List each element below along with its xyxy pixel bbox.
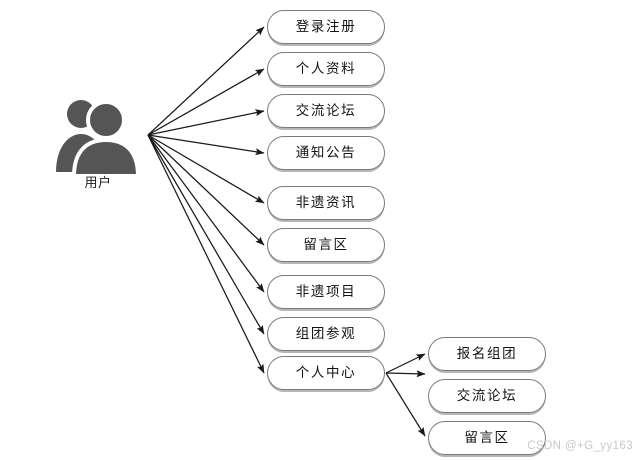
usecase-sub-message[interactable]: 留言区 [428, 421, 546, 455]
usecase-login-label: 登录注册 [295, 19, 357, 35]
center-to-subusecase-connectors [385, 353, 426, 437]
connector-signup-group [385, 353, 426, 374]
usecase-forum[interactable]: 交流论坛 [267, 94, 385, 128]
usecase-message[interactable]: 留言区 [267, 228, 385, 262]
watermark: CSDN @+G_yy163 [527, 440, 633, 452]
connector-message [147, 134, 265, 246]
usecase-center-label: 个人中心 [295, 365, 357, 381]
connector-forum [147, 109, 265, 136]
usecase-project-label: 非遗项目 [295, 284, 357, 300]
actor-label: 用户 [84, 175, 112, 190]
usecase-sub-message-label: 留言区 [464, 430, 510, 446]
usecase-signup-group-label: 报名组团 [456, 346, 518, 362]
usecase-message-label: 留言区 [303, 237, 349, 253]
actor-users[interactable] [48, 90, 148, 190]
connector-login [147, 26, 265, 136]
usecase-signup-group[interactable]: 报名组团 [428, 337, 546, 371]
usecase-sub-forum-label: 交流论坛 [456, 388, 518, 404]
connector-profile [147, 68, 265, 136]
usecase-profile[interactable]: 个人资料 [267, 52, 385, 86]
usecase-group-label: 组团参观 [295, 326, 357, 342]
connector-center [147, 134, 265, 374]
connector-news [147, 134, 265, 204]
connector-notice [147, 134, 265, 156]
usecase-profile-label: 个人资料 [295, 61, 357, 77]
connector-group [147, 134, 265, 335]
usecase-center[interactable]: 个人中心 [267, 356, 385, 390]
usecase-news[interactable]: 非遗资讯 [267, 186, 385, 220]
actor-to-usecase-connectors [147, 26, 265, 374]
connector-sub-forum [385, 370, 426, 378]
usecase-forum-label: 交流论坛 [295, 103, 357, 119]
usecase-login[interactable]: 登录注册 [267, 10, 385, 44]
connector-project [147, 134, 265, 293]
usecase-news-label: 非遗资讯 [295, 195, 357, 211]
usecase-group[interactable]: 组团参观 [267, 317, 385, 351]
connector-sub-message [385, 372, 426, 437]
usecase-notice[interactable]: 通知公告 [267, 136, 385, 170]
usecase-sub-forum[interactable]: 交流论坛 [428, 379, 546, 413]
usecase-project[interactable]: 非遗项目 [267, 275, 385, 309]
users-icon [56, 100, 141, 178]
usecase-notice-label: 通知公告 [295, 145, 357, 161]
